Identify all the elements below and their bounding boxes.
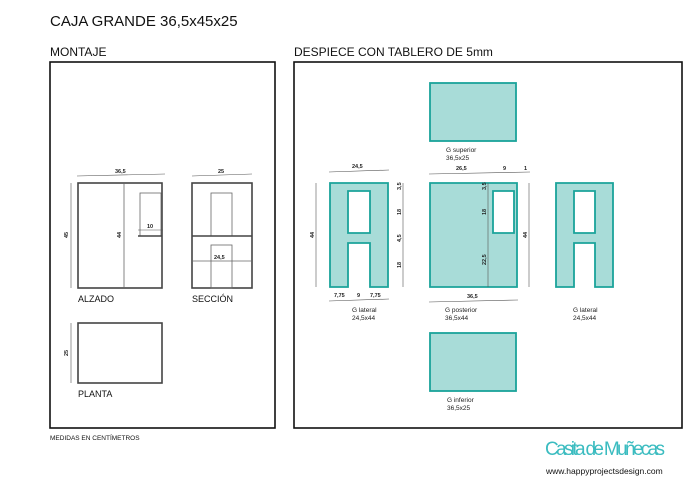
seccion-label: SECCIÓN bbox=[192, 294, 233, 304]
despiece-lateral-right-size: 24,5x44 bbox=[573, 315, 597, 322]
despiece-lateral-left-notch: 18 bbox=[397, 262, 403, 268]
despiece-superior-size: 36,5x25 bbox=[446, 155, 470, 162]
despiece-heading: DESPIECE CON TABLERO DE 5mm bbox=[294, 45, 493, 59]
despiece-frame bbox=[293, 61, 683, 429]
montaje-seccion-inner: 24,5 bbox=[214, 255, 225, 261]
sheet-title: CAJA GRANDE 36,5x45x25 bbox=[50, 13, 238, 30]
montaje-heading: MONTAJE bbox=[50, 45, 106, 59]
brand-logo: Casita de Muñecas bbox=[545, 439, 665, 460]
montaje-alzado-window: 10 bbox=[147, 224, 153, 230]
despiece-lateral-left-height: 44 bbox=[310, 231, 316, 238]
seccion-view: 25 24,5 SECCIÓN bbox=[191, 169, 253, 304]
montaje-frame bbox=[49, 61, 276, 429]
montaje-planta-depth: 25 bbox=[64, 350, 70, 356]
despiece-inferior-name: G inferior bbox=[447, 397, 475, 404]
despiece-posterior-lower: 22,5 bbox=[482, 254, 488, 265]
despiece-lateral-left-size: 24,5x44 bbox=[352, 315, 376, 322]
despiece-posterior-top: 3,5 bbox=[482, 182, 488, 190]
despiece-lateral-left-mid: 4,5 bbox=[397, 234, 403, 242]
despiece-posterior-size: 36,5x44 bbox=[445, 315, 469, 322]
despiece-posterior-name: G posterior bbox=[445, 307, 478, 314]
piece-inferior: G inferior 36,5x25 bbox=[429, 332, 517, 412]
despiece-lateral-left-width: 24,5 bbox=[352, 164, 363, 170]
despiece-superior-name: G superior bbox=[446, 147, 477, 154]
piece-lateral-left: 24,5 44 3,5 18 4,5 18 7,75 9 7,75 G late… bbox=[310, 164, 404, 322]
montaje-seccion-depth: 25 bbox=[218, 169, 224, 175]
piece-posterior: 26,5 9 1 3,5 18 22,5 44 36,5 G posterior… bbox=[428, 166, 531, 322]
despiece-posterior-d1: 26,5 bbox=[456, 166, 467, 172]
montaje-alzado-inner-height: 44 bbox=[117, 231, 123, 238]
piece-superior: G superior 36,5x25 bbox=[429, 82, 517, 162]
despiece-lateral-right-name: G lateral bbox=[573, 307, 598, 314]
despiece-lateral-left-window: 18 bbox=[397, 209, 403, 215]
planta-label: PLANTA bbox=[78, 389, 112, 399]
alzado-view: 36,5 45 44 10 ALZADO bbox=[64, 169, 166, 304]
alzado-label: ALZADO bbox=[78, 294, 114, 304]
montaje-alzado-height: 45 bbox=[64, 232, 70, 238]
montaje-alzado-width: 36,5 bbox=[115, 169, 126, 175]
brand-url: www.happyprojectsdesign.com bbox=[545, 466, 663, 476]
despiece-posterior-height: 44 bbox=[523, 231, 529, 238]
despiece-inferior-size: 36,5x25 bbox=[447, 405, 471, 412]
despiece-lateral-left-b2: 9 bbox=[357, 293, 360, 299]
planta-view: 25 PLANTA bbox=[64, 322, 163, 399]
despiece-posterior-width: 36,5 bbox=[467, 294, 478, 300]
despiece-lateral-left-b3: 7,75 bbox=[370, 293, 381, 299]
despiece-posterior-window: 18 bbox=[482, 209, 488, 215]
units-note: MEDIDAS EN CENTÍMETROS bbox=[50, 433, 140, 442]
piece-lateral-right: G lateral 24,5x44 bbox=[555, 182, 614, 322]
despiece-lateral-left-name: G lateral bbox=[352, 307, 377, 314]
despiece-lateral-left-b1: 7,75 bbox=[334, 293, 345, 299]
despiece-posterior-d2: 9 bbox=[503, 166, 506, 172]
despiece-lateral-left-top: 3,5 bbox=[397, 182, 403, 190]
despiece-posterior-d3: 1 bbox=[524, 166, 527, 172]
